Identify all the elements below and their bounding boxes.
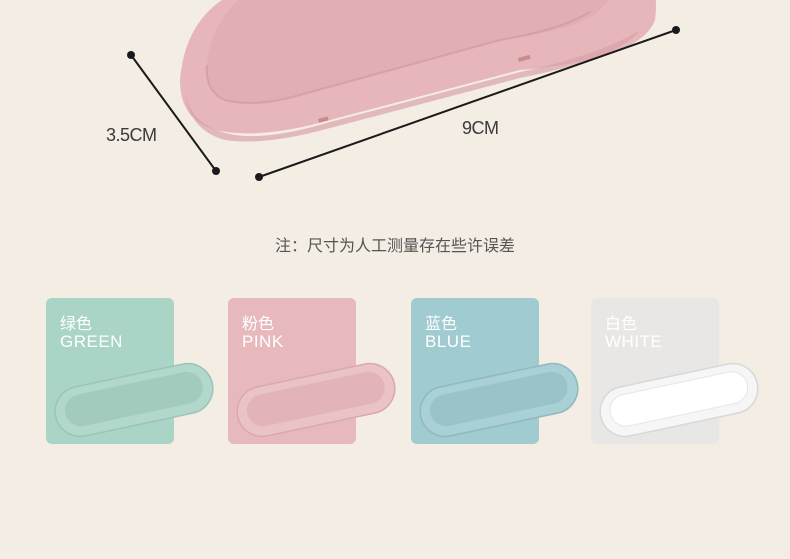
swatch-white-cn-label: 白色: [605, 314, 638, 333]
swatch-white-en-label: WHITE: [605, 332, 663, 351]
pill-pink: [236, 362, 396, 438]
pill-blue: [419, 362, 579, 438]
length-dimension-label: 9CM: [462, 118, 499, 138]
swatch-blue-cn-label: 蓝色: [425, 314, 458, 333]
swatch-blue-en-label: BLUE: [425, 332, 472, 351]
swatch-green-en-label: GREEN: [60, 332, 123, 351]
length-dimension-line: [258, 29, 677, 178]
pill-white: [599, 362, 759, 438]
product-hero-inner: [206, 0, 609, 103]
swatch-pink-cn-label: 粉色: [242, 314, 275, 333]
swatch-green-cn-label: 绿色: [60, 314, 93, 333]
height-dimension-label: 3.5CM: [106, 125, 157, 145]
pill-green: [54, 362, 214, 438]
swatch-pink-en-label: PINK: [242, 332, 284, 351]
measurement-note: 注：尺寸为人工测量存在些许误差: [274, 236, 515, 255]
height-dimension-line: [130, 54, 217, 172]
product-hero: [127, 0, 680, 181]
